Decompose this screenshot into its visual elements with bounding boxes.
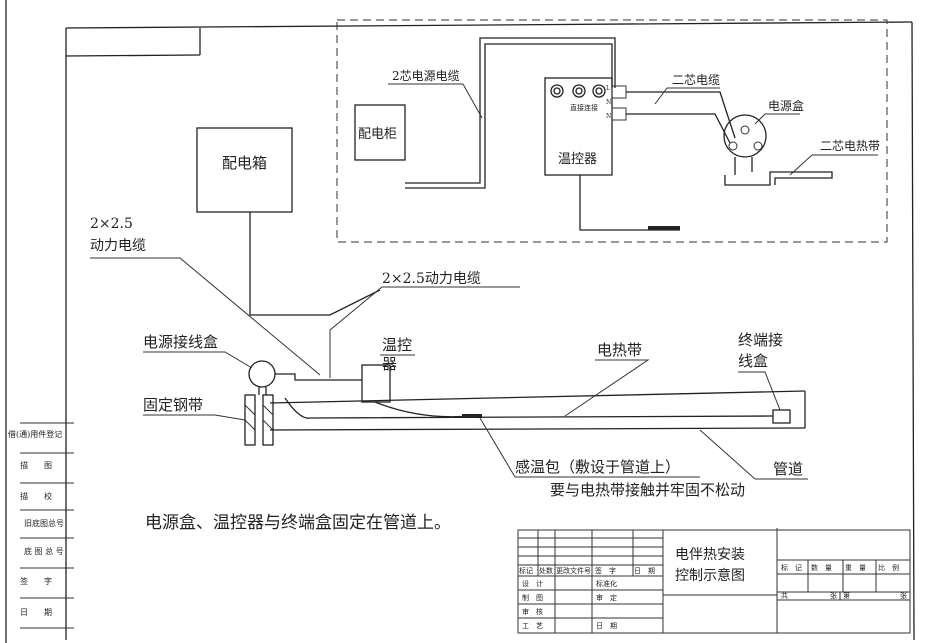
side-register-column: 借(通)用件登记 描 图 描 校 旧底图总号 底 图 总 号 签 字 日 期	[8, 422, 74, 629]
label-text: 签 字	[20, 576, 52, 586]
thermostat-unit	[544, 77, 613, 176]
label-text: 张	[830, 591, 837, 600]
label-text: 日 期	[596, 622, 617, 630]
label-text: 描 图	[20, 460, 52, 470]
cable-spec-left-2: 动力电缆	[90, 238, 146, 254]
label-text: 处数	[539, 566, 553, 575]
label-text: 旧底图总号	[24, 518, 64, 528]
label-text: 审 核	[522, 607, 543, 616]
two-core-heat-tape-label: 二芯电热带	[820, 139, 880, 153]
label-text: 比 例	[878, 563, 899, 572]
distribution-box	[196, 127, 293, 213]
heat-tape-label: 电热带	[597, 341, 642, 359]
pipe-label: 管道	[773, 460, 803, 478]
pipe	[269, 390, 806, 431]
control-room-boundary	[336, 19, 888, 243]
cable-spec-left-1: 2×2.5	[90, 216, 133, 232]
label-text: 张	[900, 591, 907, 600]
label-text: 工 艺	[522, 622, 543, 630]
end-junction-box	[772, 409, 791, 424]
installation-note: 电源盒、温控器与终端盒固定在管道上。	[145, 513, 451, 533]
distribution-box-label: 配电箱	[222, 154, 267, 172]
thermostat-lower-label-2: 器	[382, 355, 397, 373]
drawing-title-1: 电伴热安装	[675, 547, 745, 563]
drawing-title-2: 控制示意图	[675, 567, 745, 584]
label-text: 日 期	[634, 567, 655, 575]
label-text: 制 图	[522, 593, 543, 602]
terminal-l: L	[606, 85, 610, 92]
sensor-label: 感温包（敷设于管道上）	[515, 458, 680, 476]
power-box-label: 电源盒	[768, 98, 804, 113]
label-text: 共	[781, 591, 788, 600]
sensor-top	[648, 226, 680, 230]
end-box-label-2: 线盒	[738, 352, 768, 370]
distribution-cabinet-label: 配电柜	[358, 127, 397, 142]
end-box-label-1: 终端接	[738, 331, 783, 349]
two-core-power-cable-label: 2芯电源电缆	[392, 69, 460, 83]
label-text: 借(通)用件登记	[8, 429, 62, 439]
label-text: 第	[843, 591, 850, 600]
label-text: 标 记	[781, 563, 802, 572]
label-text: 底 图 总 号	[24, 546, 64, 556]
label-text: 数 量	[811, 563, 832, 572]
label-text: 更改文件号	[556, 566, 591, 575]
cable-spec-right: 2×2.5动力电缆	[382, 271, 481, 287]
title-block: 标记 处数 更改文件号 签 字 日 期 设 计 制 图 审 核 工 艺 标准化 …	[517, 528, 911, 634]
drawing-frame	[5, 0, 915, 643]
label-text: 签 字	[595, 566, 616, 575]
label-text: 设 计	[522, 579, 543, 588]
direct-connect-label: 直接连接	[570, 103, 598, 112]
label-text: 日 期	[20, 608, 52, 617]
label-text: 标记	[519, 566, 533, 575]
sensor-note: 要与电热带接触并牢固不松动	[550, 481, 745, 499]
two-core-cable-label: 二芯电缆	[672, 73, 720, 87]
heat-tape-line	[284, 397, 774, 419]
label-text: 标准化	[596, 579, 617, 588]
terminal-icons	[550, 84, 606, 98]
power-junction-box-label: 电源接线盒	[143, 333, 218, 351]
label-text: 描 校	[20, 491, 52, 501]
terminal-n2: N	[606, 113, 611, 120]
distribution-cabinet	[354, 104, 406, 161]
thermostat-top-label: 温控器	[558, 152, 597, 167]
power-box-icon	[723, 114, 767, 158]
fixed-steel-band	[244, 394, 274, 446]
power-junction-box-icon	[248, 360, 276, 388]
terminal-n: N	[606, 99, 611, 106]
thermostat-lower-label-1: 温控	[382, 336, 412, 354]
steel-band-label: 固定钢带	[143, 396, 203, 414]
label-text: 重 量	[845, 564, 866, 572]
sensor-bulb	[462, 414, 482, 418]
label-text: 审 定	[596, 593, 617, 602]
